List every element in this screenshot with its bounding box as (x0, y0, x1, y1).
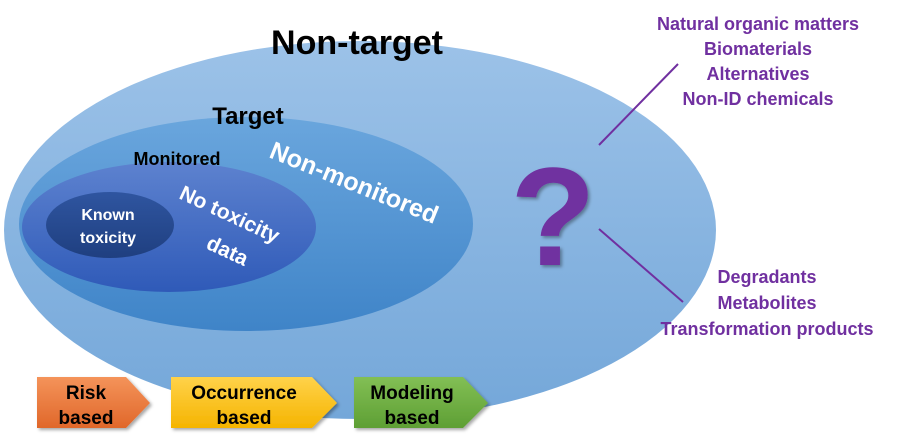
question-mark-icon: ? (510, 138, 596, 295)
modeling-based-arrow (354, 377, 488, 428)
upper-list-item: Natural organic matters (657, 14, 859, 34)
known-toxicity-label-line2: toxicity (80, 230, 136, 247)
occurrence-based-arrow (171, 377, 337, 428)
lower-list-item: Transformation products (660, 319, 873, 339)
upper-connector-line (598, 63, 679, 146)
risk-based-arrow (37, 377, 150, 428)
lower-list-item: Metabolites (717, 293, 816, 313)
known-toxicity-label-line1: Known (81, 207, 134, 224)
occurrence-based-label-line2: based (217, 408, 272, 429)
target-label: Target (212, 103, 284, 130)
known-toxicity-ellipse (46, 192, 174, 258)
modeling-based-label-line1: Modeling (370, 383, 453, 404)
lower-category-list: Degradants Metabolites Transformation pr… (660, 267, 873, 339)
upper-list-item: Non-ID chemicals (682, 89, 833, 109)
lower-list-item: Degradants (717, 267, 816, 287)
modeling-based-label-line2: based (385, 408, 440, 429)
risk-based-label-line2: based (59, 408, 114, 429)
upper-list-item: Biomaterials (704, 39, 812, 59)
risk-based-label-line1: Risk (66, 383, 107, 404)
upper-category-list: Natural organic matters Biomaterials Alt… (657, 14, 859, 109)
non-target-label: Non-target (271, 24, 443, 62)
upper-list-item: Alternatives (706, 64, 809, 84)
monitored-label: Monitored (134, 149, 221, 169)
occurrence-based-label-line1: Occurrence (191, 383, 297, 404)
lower-connector-line (598, 228, 684, 303)
